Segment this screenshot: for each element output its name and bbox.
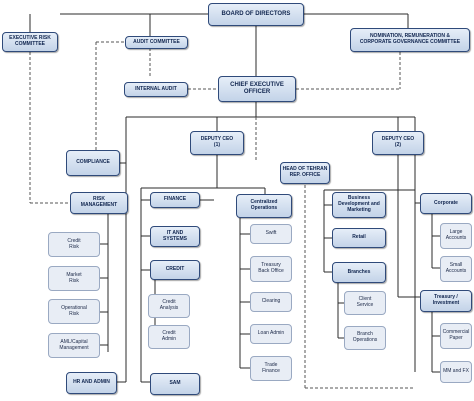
business-development-box: Business Development and Marketing [332,192,386,218]
head-of-tehran-box: HEAD OF TEHRAN REP. OFFICE [280,162,330,184]
client-service-box: Client Service [344,291,386,315]
ceo-box: CHIEF EXECUTIVE OFFICER [218,76,296,102]
internal-audit-box: INTERNAL AUDIT [124,82,188,97]
sam-box: SAM [150,373,200,395]
finance-box: FINANCE [150,192,200,208]
trade-finance-box: Trade Finance [250,356,292,381]
corporate-box: Corporate [420,193,472,214]
hr-admin-box: HR AND ADMIN [66,372,117,394]
swift-box: Swift [250,224,292,244]
loan-admin-box: Loan Admin [250,324,292,344]
small-accounts-box: Small Accounts [440,256,472,282]
market-risk-box: Market Risk [48,266,100,291]
commercial-paper-box: Commercial Paper [440,323,472,349]
treasury-investment-box: Treasury / Investment [420,290,472,312]
credit-box: CREDIT [150,260,200,280]
deputy-ceo-1-box: DEPUTY CEO (1) [190,131,244,155]
it-systems-box: IT AND SYSTEMS [150,226,200,247]
audit-committee-box: AUDIT COMMITTEE [125,36,188,49]
risk-management-box: RISK MANAGEMENT [70,192,128,214]
aml-capital-box: AML/Capital Management [48,333,100,358]
clearing-box: Clearing [250,292,292,312]
compliance-box: COMPLIANCE [66,150,120,176]
large-accounts-box: Large Accounts [440,223,472,249]
operational-risk-box: Operational Risk [48,299,100,324]
branches-box: Branches [332,262,386,283]
retail-box: Retail [332,228,386,248]
mm-fx-box: MM and FX [440,361,472,383]
executive-risk-committee-box: EXECUTIVE RISK COMMITTEE [2,32,58,52]
treasury-back-office-box: Treasury Back Office [250,256,292,282]
centralized-operations-box: Centralized Operations [236,194,292,218]
nomination-committee-box: NOMINATION, REMUNERATION & CORPORATE GOV… [350,28,470,52]
board-of-directors-box: BOARD OF DIRECTORS [208,3,304,26]
credit-risk-box: Credit Risk [48,232,100,257]
deputy-ceo-2-box: DEPUTY CEO (2) [372,131,424,155]
credit-analysis-box: Credit Analysis [148,294,190,318]
credit-admin-box: Credit Admin [148,325,190,349]
branch-operations-box: Branch Operations [344,326,386,350]
